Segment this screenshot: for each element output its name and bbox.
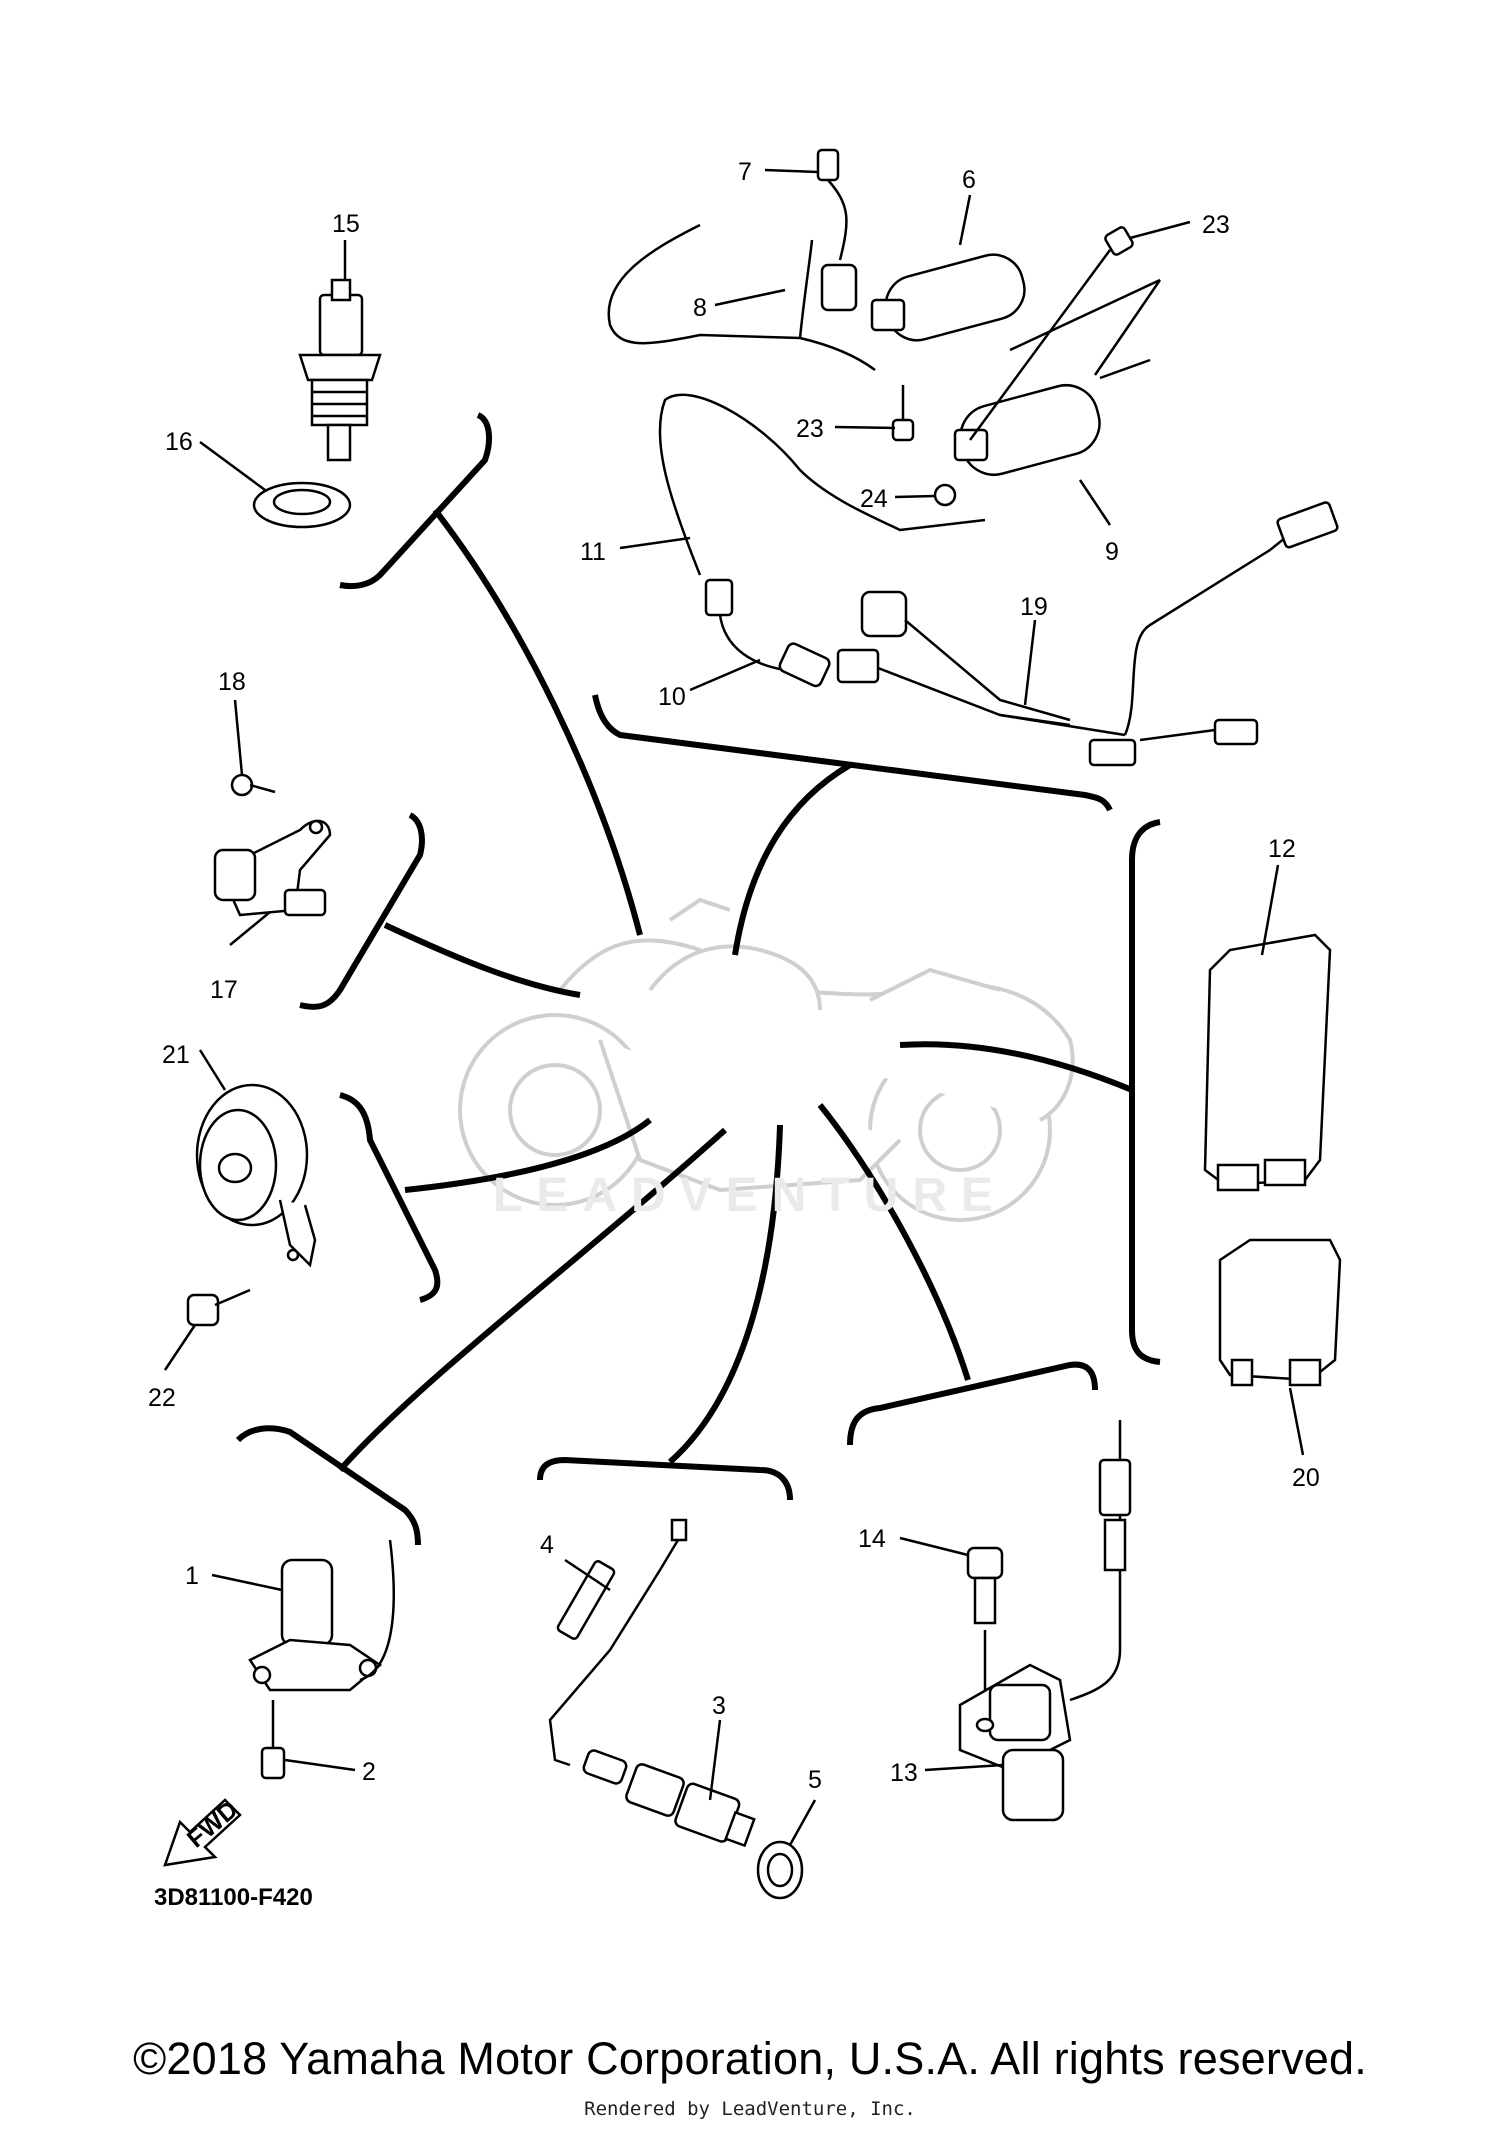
leader-ignition <box>732 762 852 956</box>
lead-wire-8b <box>798 239 814 339</box>
plug-cap-10 <box>704 578 831 688</box>
callout-17: 17 <box>210 976 238 1004</box>
copyright-notice: ©2018 Yamaha Motor Corporation, U.S.A. A… <box>133 2033 1367 2084</box>
callout-labels: 1 2 3 4 5 6 7 8 9 10 11 12 13 14 15 16 1… <box>148 158 1320 1794</box>
group-bracket-temp-sensor <box>339 412 493 590</box>
relay-20 <box>1218 1238 1342 1387</box>
lead-wire-11 <box>658 393 986 576</box>
screw-18 <box>230 773 276 797</box>
lead-wire-8 <box>607 223 876 372</box>
callout-3: 3 <box>712 1692 726 1720</box>
group-bracket-horn <box>339 1092 441 1303</box>
leader-cdi <box>899 1041 1134 1093</box>
callout-8: 8 <box>693 294 707 322</box>
group-bracket-ignition <box>592 694 1113 812</box>
group-bracket-sensor-mid <box>537 1456 793 1501</box>
motorcycle-silhouette <box>458 897 1075 1222</box>
wire-4 <box>548 1518 688 1767</box>
callout-7: 7 <box>738 158 752 186</box>
watermark-text: LEADVENTURE <box>492 1169 1008 1222</box>
callout-13: 13 <box>890 1759 918 1787</box>
callout-18: 18 <box>218 668 246 696</box>
callout-2: 2 <box>362 1758 376 1786</box>
sensor-13 <box>958 1420 1132 1822</box>
nut-24 <box>933 483 957 507</box>
bolt-23-upper <box>968 226 1134 441</box>
diagram-part-code: 3D81100-F420 <box>154 1884 313 1911</box>
fwd-arrow-icon: FWD <box>163 1795 243 1867</box>
temperature-sensor <box>298 278 382 462</box>
washer-16 <box>252 481 352 529</box>
leader-horn <box>404 1117 652 1193</box>
bolt-2 <box>260 1700 286 1780</box>
callout-14: 14 <box>858 1525 886 1553</box>
callout-12: 12 <box>1268 835 1296 863</box>
callout-24: 24 <box>860 485 888 513</box>
leader-sensor-mid <box>668 1124 783 1465</box>
cdi-unit-12 <box>1203 933 1332 1192</box>
callout-23-mid: 23 <box>796 415 824 443</box>
callout-16: 16 <box>165 428 193 456</box>
bolt-22 <box>186 1288 251 1327</box>
callout-1: 1 <box>185 1562 199 1590</box>
plug-cap-7 <box>816 148 858 312</box>
callout-21: 21 <box>162 1041 190 1069</box>
callout-leaders <box>163 168 1305 1846</box>
bolt-14 <box>966 1546 1004 1700</box>
callout-15: 15 <box>332 210 360 238</box>
ignition-coil-6 <box>870 253 1026 342</box>
callout-23-top: 23 <box>1202 211 1230 239</box>
wire-harness-19 <box>836 501 1339 767</box>
leader-sensor-left <box>337 1127 728 1472</box>
rendered-by-credit: Rendered by LeadVenture, Inc. <box>584 2098 916 2120</box>
callout-20: 20 <box>1292 1464 1320 1492</box>
group-bracket-sensor-right <box>847 1361 1098 1446</box>
callout-22: 22 <box>148 1384 176 1412</box>
leader-throttle <box>383 922 581 998</box>
callout-19: 19 <box>1020 593 1048 621</box>
callout-4: 4 <box>540 1531 554 1559</box>
callout-9: 9 <box>1105 538 1119 566</box>
callout-10: 10 <box>658 683 686 711</box>
bolt-23-lower <box>891 385 915 442</box>
sensor-1 <box>248 1539 395 1692</box>
callout-5: 5 <box>808 1766 822 1794</box>
group-bracket-throttle <box>299 812 425 1010</box>
group-bracket-sensor-left <box>235 1425 421 1546</box>
washer-5 <box>756 1840 804 1900</box>
guide-lines <box>1009 278 1162 376</box>
sensor-3 <box>582 1749 756 1848</box>
leader-temp-sensor <box>432 508 643 936</box>
callout-6: 6 <box>962 166 976 194</box>
group-bracket-cdi <box>1129 819 1161 1365</box>
callout-11: 11 <box>580 538 606 566</box>
horn <box>195 1083 317 1268</box>
leader-sensor-right <box>817 1103 971 1381</box>
throttle-position-sensor <box>213 819 332 917</box>
